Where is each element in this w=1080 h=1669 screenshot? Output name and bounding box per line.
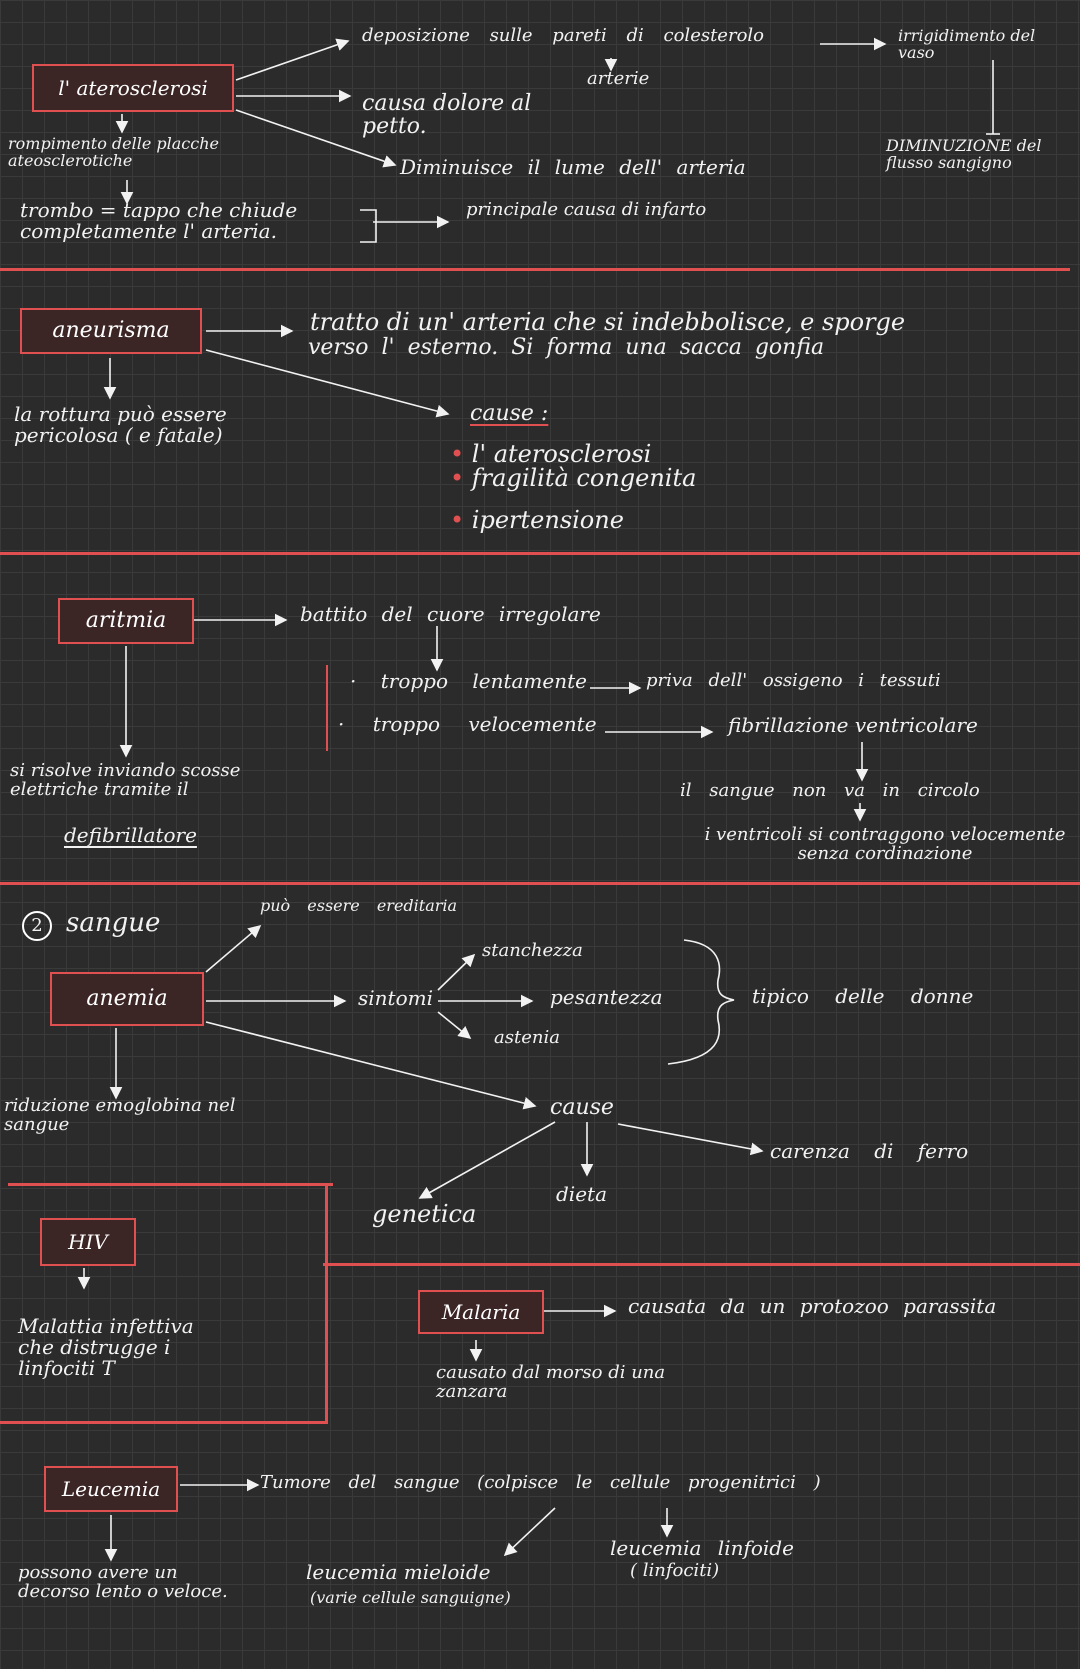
sangue-title: sangue xyxy=(66,908,161,938)
aterosclerosi-box: l' aterosclerosi xyxy=(32,64,234,112)
aneurisma-desc-line1: tratto di un' arteria che si indebbolisc… xyxy=(310,308,906,336)
malaria-morso-text: causato dal morso di una zanzara xyxy=(436,1362,666,1402)
trombo-text: trombo = tappo che chiude completamente … xyxy=(20,198,298,243)
aritmia-bracket xyxy=(326,665,328,751)
hiv-frame-right xyxy=(325,1183,328,1423)
malaria-box: Malaria xyxy=(418,1290,544,1334)
rottura-text: la rottura può essere pericolosa ( e fat… xyxy=(14,402,227,447)
aneurisma-box: aneurisma xyxy=(20,308,202,354)
leucemia-linfoide-sub: ( linfociti) xyxy=(630,1560,720,1581)
infarto-text: principale causa di infarto xyxy=(466,199,707,220)
dieta-text: dieta xyxy=(556,1182,607,1206)
rompimento-text: rompimento delle placche ateosclerotiche xyxy=(8,134,219,170)
deposizione-text: deposizione sulle pareti di colesterolo xyxy=(362,25,764,46)
hiv-desc: Malattia infettiva che distrugge i linfo… xyxy=(18,1314,194,1380)
section-divider xyxy=(0,882,1080,885)
circolo-text: il sangue non va in circolo xyxy=(680,780,980,801)
ventricoli-text: i ventricoli si contraggono velocemente … xyxy=(704,824,1066,864)
arterie-text: arterie xyxy=(587,68,650,89)
leucemia-decorso-text: possono avere un decorso lento o veloce. xyxy=(18,1562,228,1602)
section-number: 2 xyxy=(22,911,52,941)
malaria-causata-text: causata da un protozoo parassita xyxy=(628,1294,997,1318)
hiv-frame-bottom xyxy=(0,1421,328,1424)
stanchezza-text: stanchezza xyxy=(482,940,583,961)
donne-text: tipico delle donne xyxy=(752,984,974,1008)
aneurisma-desc-line2: verso l' esterno. Si forma una sacca gon… xyxy=(308,335,825,360)
riduzione-text: riduzione emoglobina nel sangue xyxy=(4,1095,236,1135)
ereditaria-text: può essere ereditaria xyxy=(260,896,458,915)
section-divider xyxy=(0,268,1070,271)
irrigidimento-text: irrigidimento del vaso xyxy=(898,26,1036,62)
cause-item: • fragilità congenita xyxy=(450,464,697,492)
fibrillazione-text: fibrillazione ventricolare xyxy=(728,713,978,737)
troppo-veloce-text: · troppo velocemente xyxy=(338,712,597,736)
section-divider xyxy=(0,552,1080,555)
diminuzione-flusso-text: DIMINUZIONE del flusso sangigno xyxy=(886,136,1042,172)
hiv-box: HIV xyxy=(40,1218,136,1266)
cause-item: • l' aterosclerosi xyxy=(450,440,652,468)
anemia-box: anemia xyxy=(50,972,204,1026)
sangue-heading: 2 sangue xyxy=(22,908,161,941)
malaria-divider xyxy=(323,1263,1080,1266)
aneurisma-cause-label: cause : xyxy=(470,401,549,426)
lume-text: Diminuisce il lume dell' arteria xyxy=(400,155,746,179)
battito-text: battito del cuore irregolare xyxy=(300,602,601,626)
anemia-cause-text: cause xyxy=(550,1095,614,1120)
leucemia-mieloide-sub: (varie cellule sanguigne) xyxy=(310,1588,511,1607)
pesantezza-text: pesantezza xyxy=(550,985,663,1009)
dolore-text: causa dolore al petto. xyxy=(362,91,532,140)
sintomi-text: sintomi xyxy=(358,986,433,1010)
hiv-frame-top xyxy=(8,1183,333,1186)
leucemia-linfoide-text: leucemia linfoide xyxy=(610,1536,794,1560)
astenia-text: astenia xyxy=(494,1027,560,1048)
defibrillatore-text: defibrillatore xyxy=(64,823,197,847)
ferro-text: carenza di ferro xyxy=(770,1139,969,1163)
risolve-text: si risolve inviando scosse elettriche tr… xyxy=(10,760,241,800)
aritmia-box: aritmia xyxy=(58,598,194,644)
leucemia-mieloide-text: leucemia mieloide xyxy=(306,1560,491,1584)
priva-text: priva dell' ossigeno i tessuti xyxy=(646,670,941,691)
leucemia-box: Leucemia xyxy=(44,1466,178,1512)
troppo-lento-text: · troppo lentamente xyxy=(350,669,587,693)
genetica-text: genetica xyxy=(372,1200,477,1228)
leucemia-tumore-text: Tumore del sangue (colpisce le cellule p… xyxy=(260,1472,821,1493)
cause-item: • ipertensione xyxy=(450,506,624,534)
